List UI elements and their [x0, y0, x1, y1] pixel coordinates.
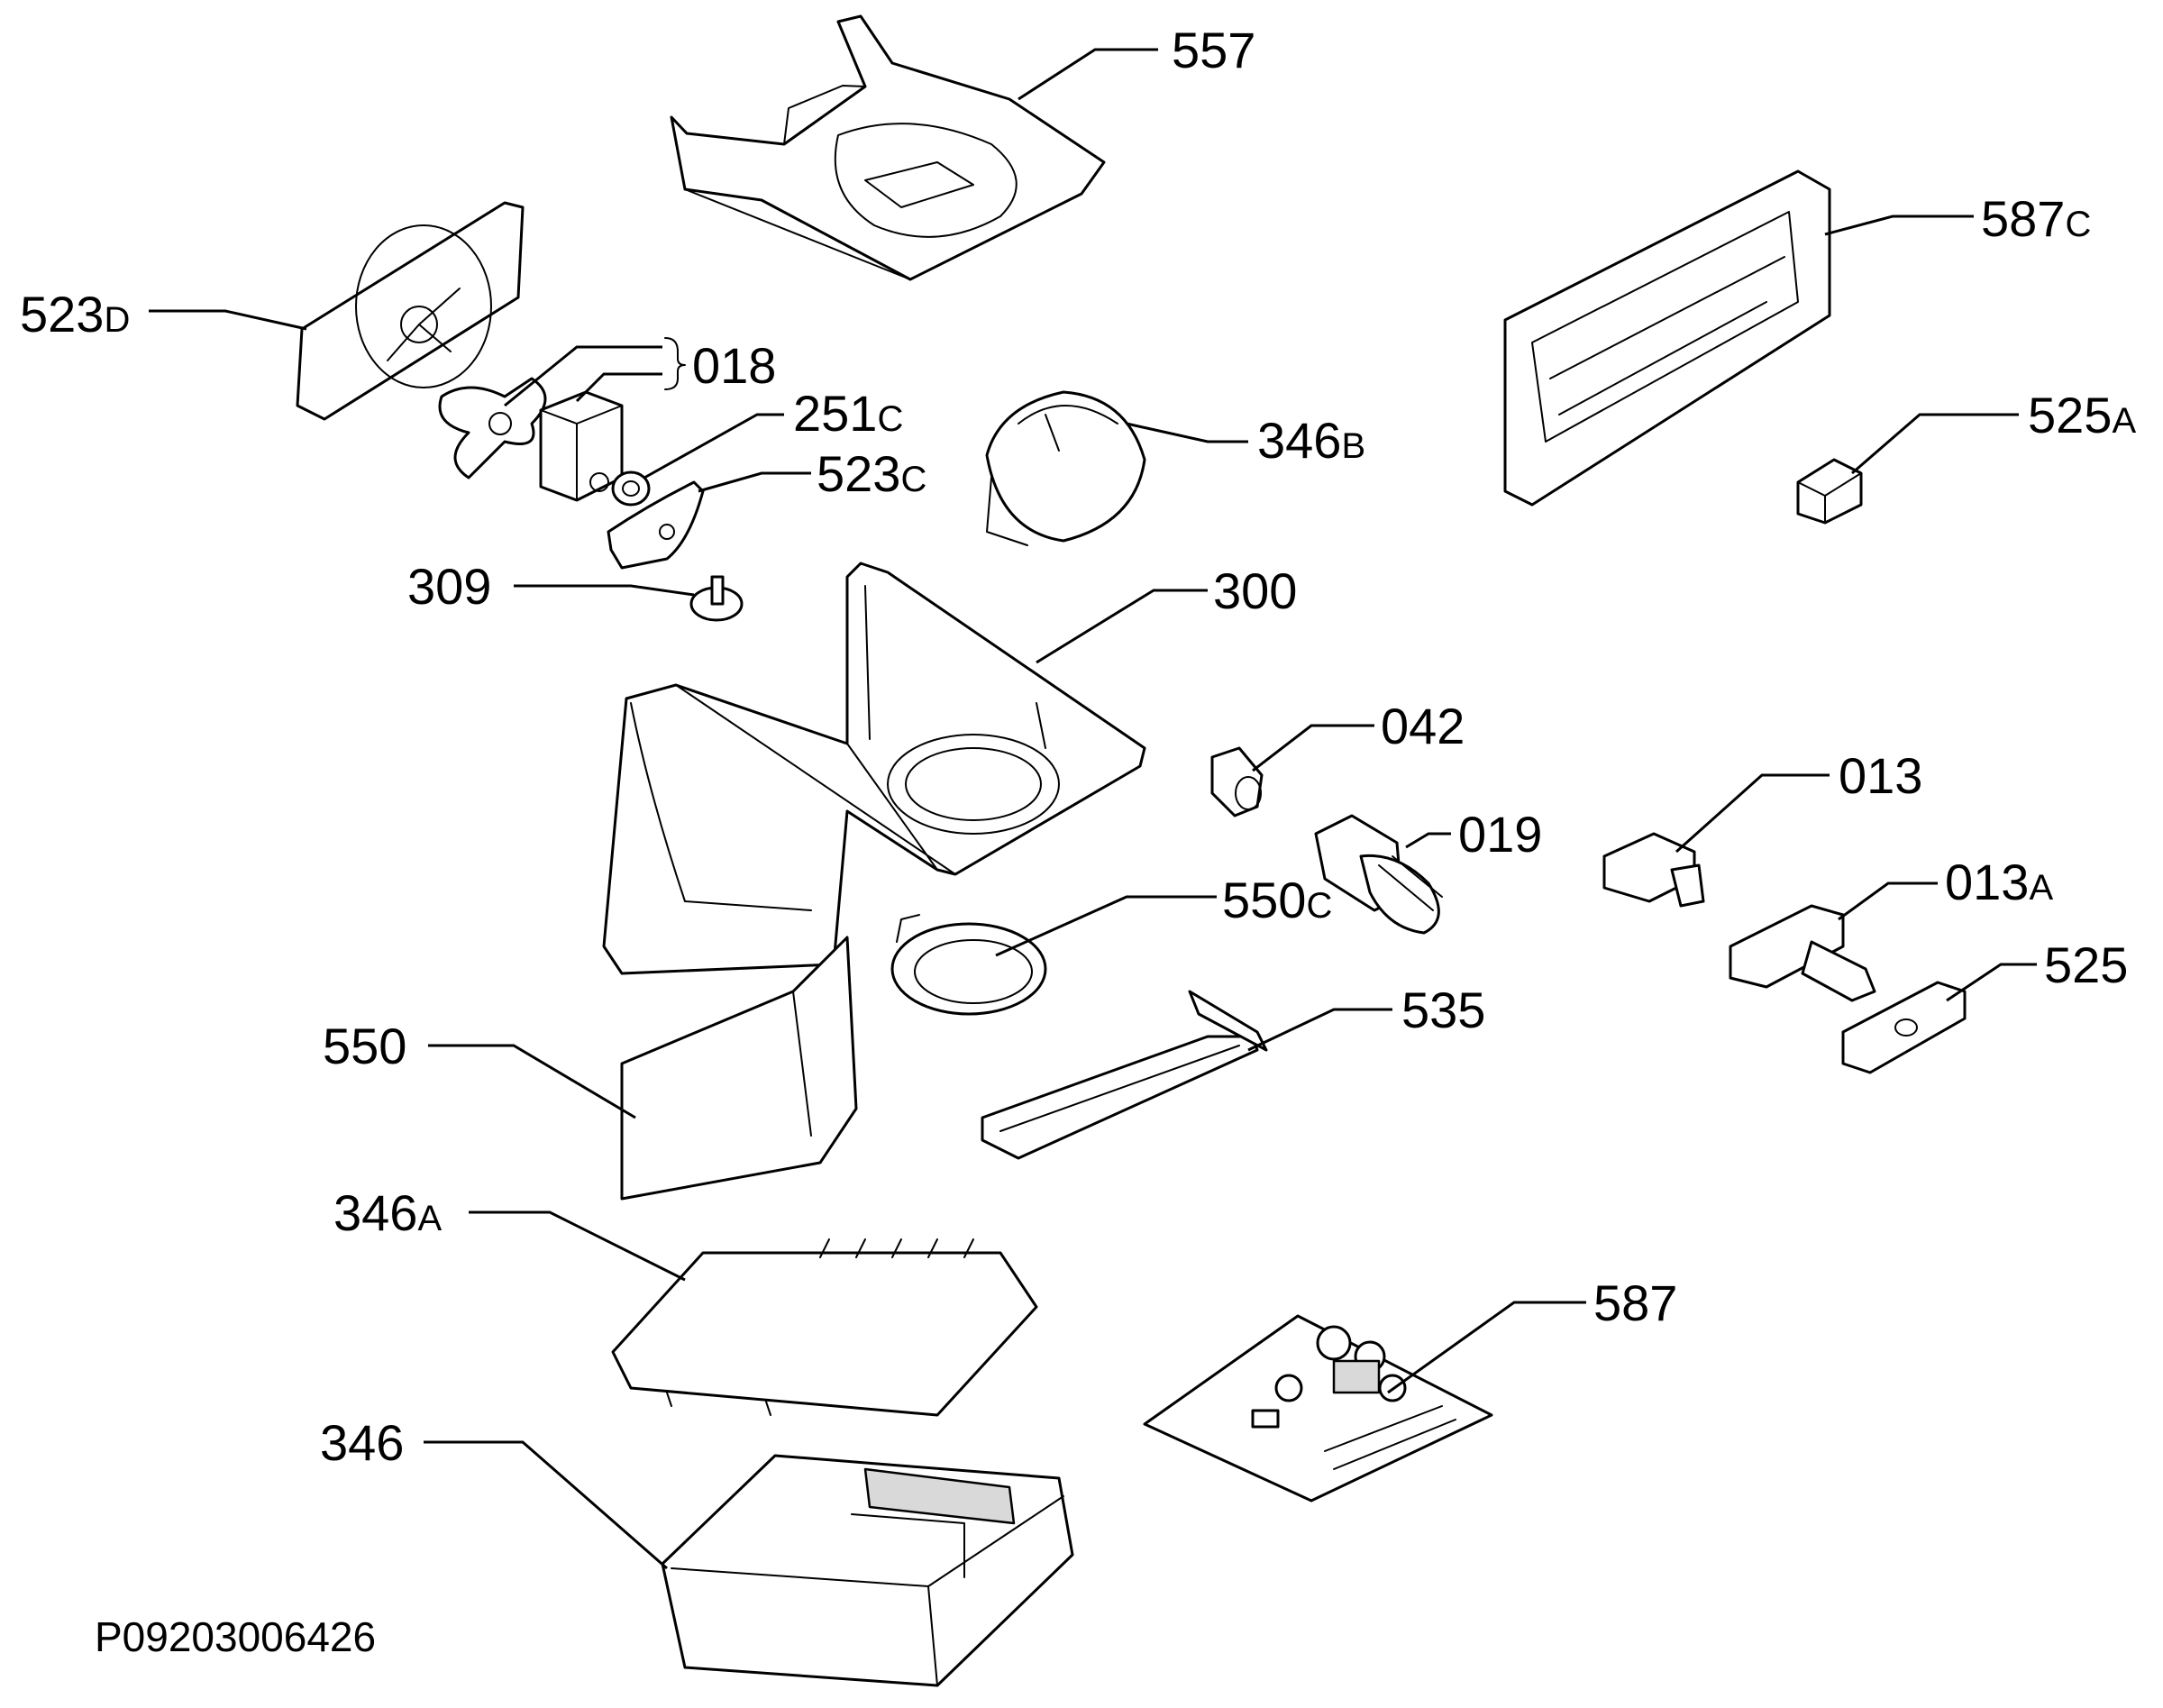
part-251c-bushing[interactable] — [611, 470, 651, 507]
leader-557 — [1018, 48, 1158, 101]
leader-013a — [1838, 881, 1938, 921]
callout-557: 557 — [1172, 22, 1255, 78]
leader-550 — [428, 1044, 636, 1119]
document-id: P09203006426 — [95, 1613, 376, 1660]
callout-587: 587 — [1593, 1274, 1677, 1331]
leader-550c — [995, 895, 1217, 957]
callout-309: 309 — [407, 558, 491, 615]
callout-525: 525 — [2044, 936, 2128, 993]
leader-525a — [1851, 413, 2019, 475]
leader-523d — [149, 309, 307, 331]
leader-251c — [643, 413, 784, 480]
brace-018 — [664, 337, 686, 390]
part-346a-lid[interactable] — [611, 1238, 1038, 1417]
part-525a-knob[interactable] — [1796, 458, 1863, 525]
callout-018: 018 — [692, 337, 776, 394]
leader-019 — [1405, 832, 1451, 849]
part-019-bulb[interactable] — [1314, 814, 1443, 935]
part-309-pin[interactable] — [689, 575, 744, 622]
leader-013 — [1675, 773, 1830, 854]
leader-346a — [469, 1210, 686, 1282]
part-fan-blade[interactable] — [438, 377, 547, 480]
callout-550c: 550C — [1222, 872, 1332, 928]
part-042-lamp-holder[interactable] — [1210, 746, 1264, 817]
leader-535 — [1247, 1008, 1392, 1052]
leader-587c — [1824, 215, 1974, 236]
callout-523d: 523D — [20, 286, 130, 343]
leader-587 — [1387, 1301, 1586, 1394]
part-587-pcb[interactable] — [1143, 1314, 1493, 1502]
callout-346a: 346A — [333, 1184, 442, 1241]
part-535-bar[interactable] — [981, 990, 1268, 1160]
callout-300: 300 — [1213, 562, 1297, 619]
callout-013a: 013A — [1945, 854, 2053, 910]
callout-550: 550 — [323, 1018, 406, 1074]
callout-346: 346 — [320, 1414, 404, 1471]
callout-523c: 523C — [817, 445, 926, 502]
leader-018-b — [575, 372, 662, 403]
part-525-plate[interactable] — [1841, 981, 1967, 1074]
callout-042: 042 — [1381, 698, 1465, 754]
part-346b-cover[interactable] — [985, 390, 1146, 546]
leader-309 — [514, 584, 695, 597]
leader-018-a — [504, 345, 662, 407]
callout-587c: 587C — [1981, 190, 2091, 247]
part-018-motor[interactable] — [539, 390, 624, 502]
leader-525 — [1946, 963, 2037, 1002]
part-013a-button[interactable] — [1729, 904, 1876, 1002]
callout-535: 535 — [1401, 982, 1485, 1038]
part-587c-display-frame[interactable] — [1503, 169, 1831, 507]
part-013-switch[interactable] — [1602, 832, 1705, 908]
part-550-panel[interactable] — [620, 936, 858, 1201]
leader-300 — [1036, 589, 1208, 664]
callout-346b: 346B — [1257, 412, 1365, 469]
leader-346 — [424, 1440, 668, 1570]
part-300-housing[interactable] — [602, 562, 1146, 975]
callout-013: 013 — [1839, 747, 1922, 804]
part-346-box[interactable] — [661, 1454, 1074, 1687]
callout-525a: 525A — [2028, 387, 2136, 443]
leader-523c — [698, 471, 811, 493]
part-550c-ring[interactable] — [890, 914, 1047, 1016]
callout-019: 019 — [1458, 806, 1542, 863]
part-557-tray[interactable] — [670, 14, 1106, 281]
leader-346b — [1126, 422, 1248, 443]
callout-251c: 251C — [793, 385, 903, 442]
part-523d-fan-bracket[interactable] — [296, 201, 525, 421]
leader-042 — [1252, 724, 1374, 772]
